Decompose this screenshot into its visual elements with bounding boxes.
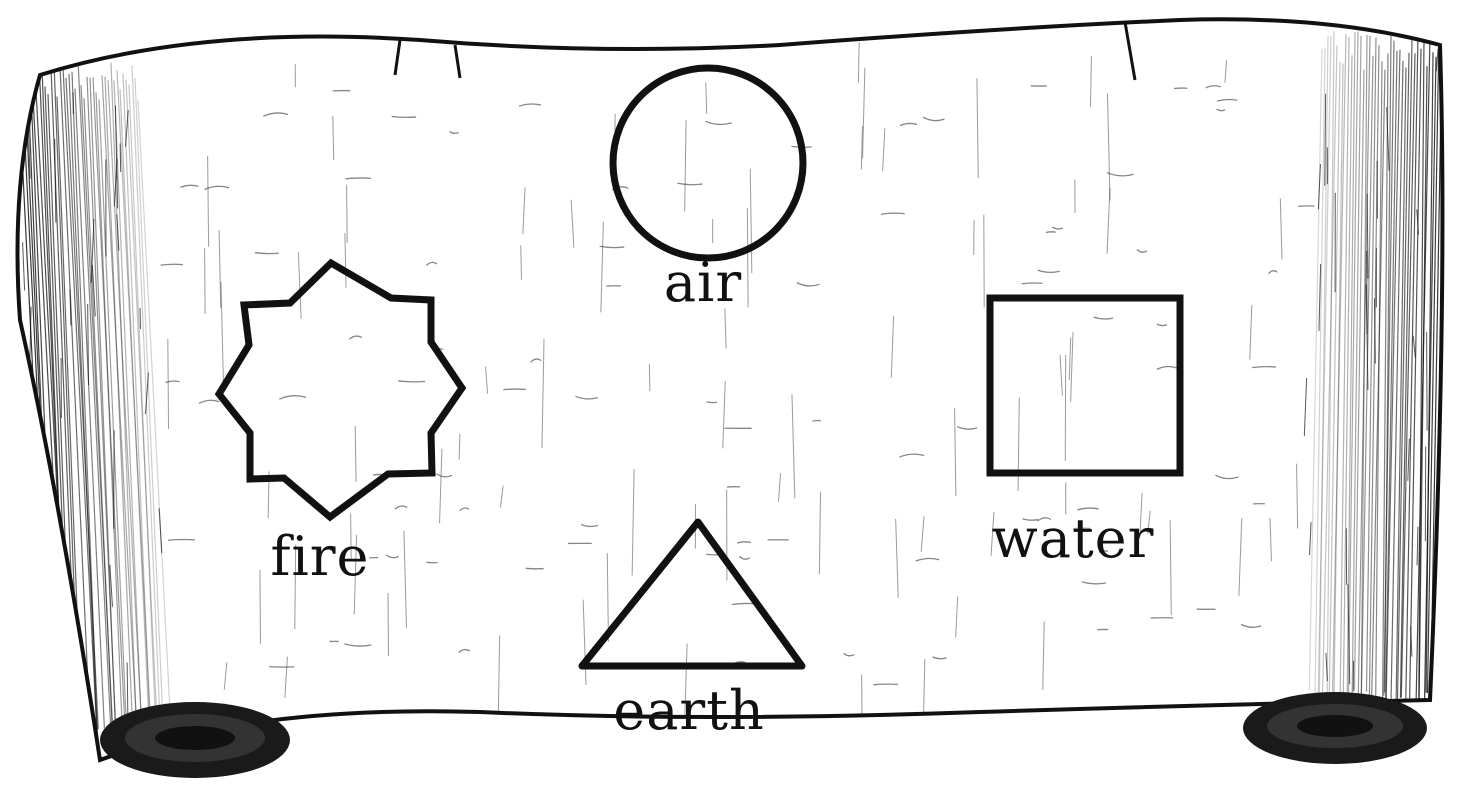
bottom-left-roll [100, 702, 290, 778]
air-label: air [664, 256, 742, 310]
bottom-right-roll [1243, 692, 1427, 764]
parchment-sheet [18, 19, 1443, 760]
earth-label: earth [613, 684, 764, 738]
fire-label: fire [270, 530, 369, 584]
water-label: water [992, 512, 1155, 566]
